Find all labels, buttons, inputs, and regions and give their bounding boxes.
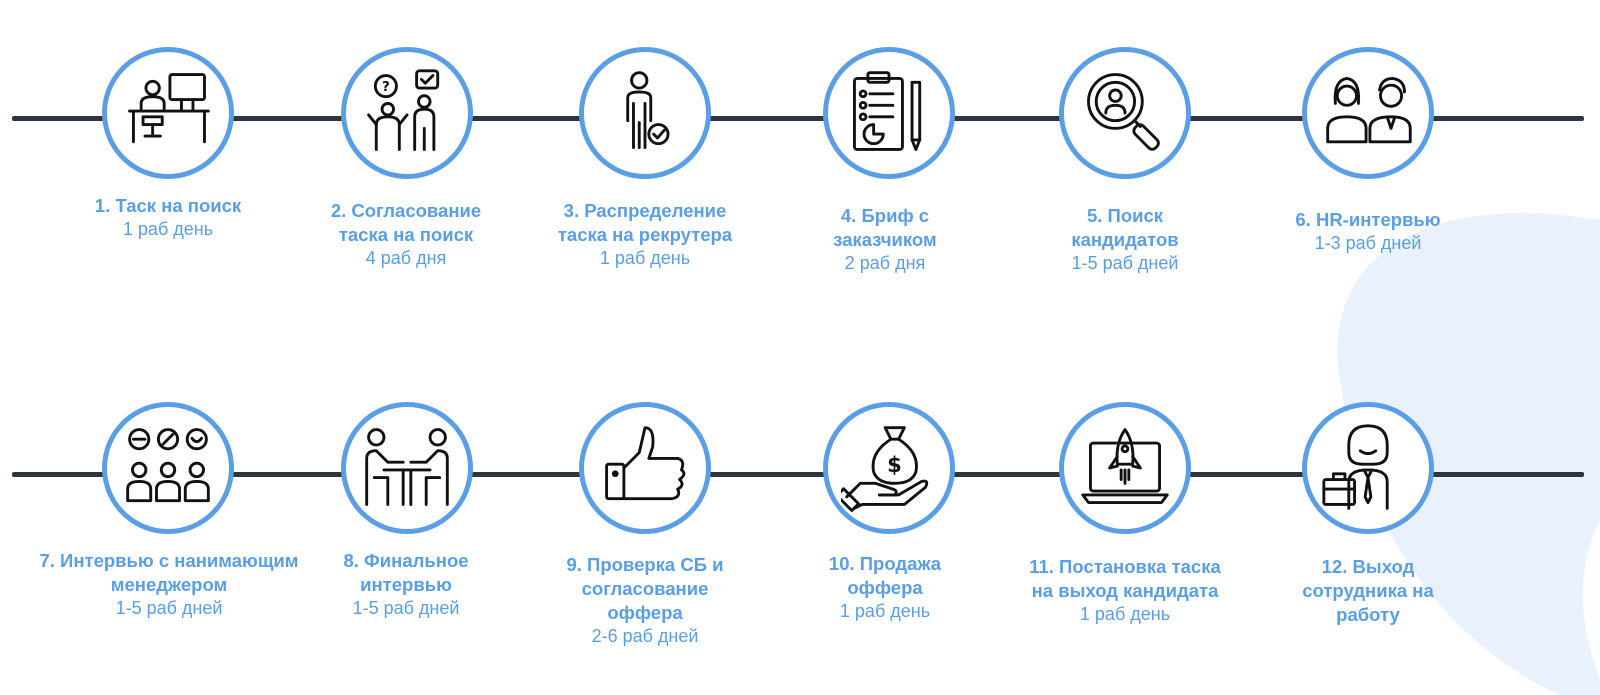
step-2-circle: ? bbox=[341, 47, 473, 179]
step-11: 11. Постановка таска на выход кандидата … bbox=[1010, 555, 1240, 625]
group-interview-icon bbox=[126, 428, 210, 503]
step-8-duration: 1-5 раб дней bbox=[352, 598, 460, 618]
step-9-title: 9. Проверка СБ и согласование оффера bbox=[566, 554, 724, 623]
step-11-duration: 1 раб день bbox=[1079, 604, 1171, 624]
step-7-circle bbox=[102, 402, 234, 534]
step-7-duration: 1-5 раб дней bbox=[115, 598, 223, 618]
step-6-duration: 1-3 раб дней bbox=[1314, 233, 1422, 253]
thumbs-up-icon bbox=[605, 426, 686, 501]
step-3-title: 3. Распределение таска на рекрутера bbox=[557, 200, 733, 245]
clipboard-brief-icon bbox=[853, 71, 922, 151]
employee-briefcase-icon bbox=[1322, 424, 1389, 510]
laptop-rocket-icon bbox=[1081, 428, 1169, 504]
hr-interview-icon bbox=[1326, 77, 1412, 144]
step-1-title: 1. Таск на поиск bbox=[94, 195, 242, 216]
step-12: 12. Выход сотрудника на работу bbox=[1253, 555, 1483, 627]
step-5-duration: 1-5 раб дней bbox=[1071, 253, 1179, 273]
step-1-circle bbox=[102, 47, 234, 179]
step-6-title: 6. HR-интервью bbox=[1295, 209, 1441, 230]
step-2-duration: 4 раб дня bbox=[365, 248, 447, 268]
step-8: 8. Финальное интервью 1-5 раб дней bbox=[291, 549, 521, 619]
step-2-title: 2. Согласование таска на поиск bbox=[330, 200, 482, 245]
step-6: 6. HR-интервью 1-3 раб дней bbox=[1253, 208, 1483, 254]
timeline-line-top bbox=[12, 116, 1584, 121]
step-11-title: 11. Постановка таска на выход кандидата bbox=[1029, 556, 1221, 601]
money-bag-hand-icon: $ bbox=[841, 426, 929, 512]
timeline-line-bottom bbox=[12, 472, 1584, 477]
step-9-circle bbox=[579, 402, 711, 534]
step-5-circle bbox=[1059, 47, 1191, 179]
step-3-duration: 1 раб день bbox=[599, 248, 691, 268]
step-10: 10. Продажа оффера 1 раб день bbox=[770, 552, 1000, 622]
step-12-circle bbox=[1302, 402, 1434, 534]
step-1-duration: 1 раб день bbox=[122, 219, 214, 239]
step-5: 5. Поиск кандидатов 1-5 раб дней bbox=[1010, 204, 1240, 274]
step-10-circle: $ bbox=[823, 402, 955, 534]
step-4: 4. Бриф с заказчиком 2 раб дня bbox=[770, 204, 1000, 274]
step-10-title: 10. Продажа оффера bbox=[828, 553, 942, 598]
step-12-title: 12. Выход сотрудника на работу bbox=[1302, 556, 1434, 625]
person-check-icon bbox=[626, 71, 670, 149]
discussion-icon: ? bbox=[367, 69, 440, 151]
step-3-circle bbox=[579, 47, 711, 179]
step-8-circle bbox=[341, 402, 473, 534]
step-2: 2. Согласование таска на поиск 4 раб дня bbox=[291, 199, 521, 269]
svg-text:?: ? bbox=[382, 80, 390, 95]
step-8-title: 8. Финальное интервью bbox=[343, 550, 469, 595]
step-1: 1. Таск на поиск 1 раб день bbox=[53, 194, 283, 240]
recruiter-at-desk-icon bbox=[128, 73, 210, 144]
step-4-circle bbox=[823, 47, 955, 179]
step-4-duration: 2 раб дня bbox=[844, 253, 926, 273]
step-7: 7. Интервью с нанимающим менеджером 1-5 … bbox=[30, 549, 308, 619]
step-5-title: 5. Поиск кандидатов bbox=[1071, 205, 1179, 250]
step-6-circle bbox=[1302, 47, 1434, 179]
step-9: 9. Проверка СБ и согласование оффера 2-6… bbox=[530, 553, 760, 647]
meeting-table-icon bbox=[365, 428, 449, 506]
step-11-circle bbox=[1059, 402, 1191, 534]
step-4-title: 4. Бриф с заказчиком bbox=[833, 205, 937, 250]
svg-text:$: $ bbox=[887, 452, 902, 477]
step-3: 3. Распределение таска на рекрутера 1 ра… bbox=[530, 199, 760, 269]
step-10-duration: 1 раб день bbox=[839, 601, 931, 621]
step-9-duration: 2-6 раб дней bbox=[591, 626, 699, 646]
candidate-search-icon bbox=[1087, 73, 1160, 151]
step-7-title: 7. Интервью с нанимающим менеджером bbox=[39, 550, 299, 595]
